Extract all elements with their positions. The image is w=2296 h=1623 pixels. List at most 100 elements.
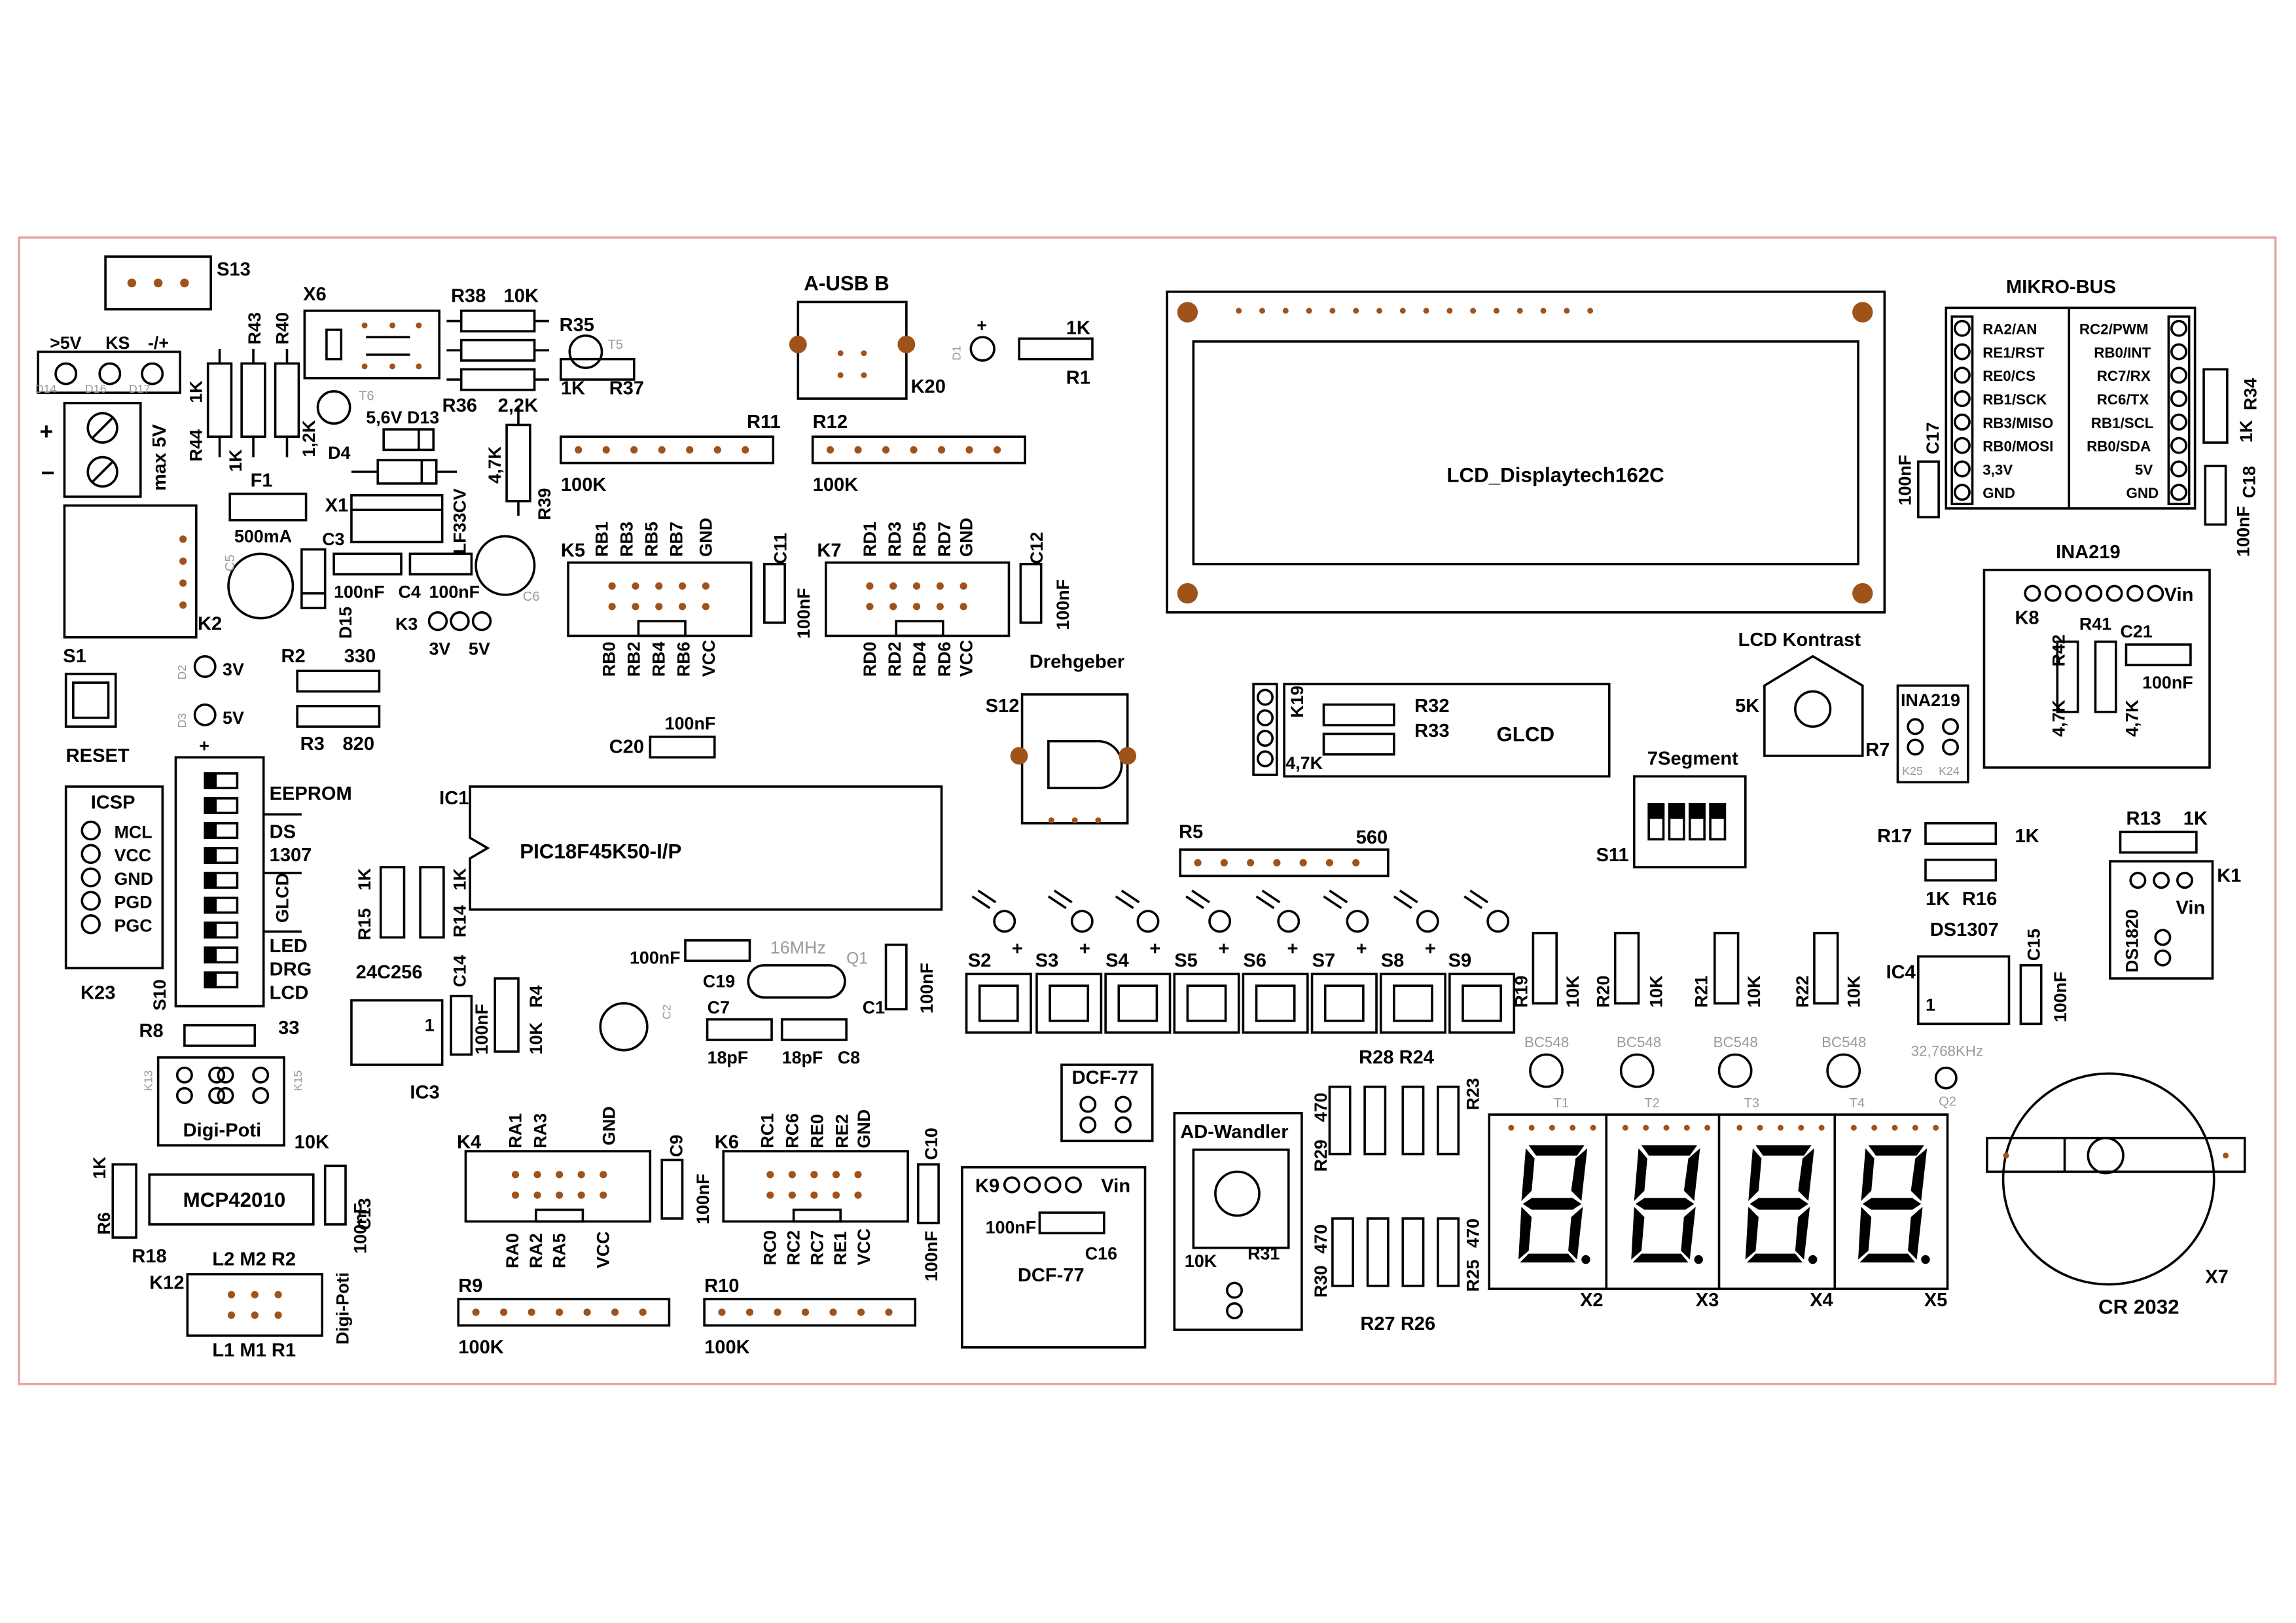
r29-value: 470 xyxy=(1311,1093,1331,1122)
svg-text:1K: 1K xyxy=(355,868,374,891)
t2-type: BC548 xyxy=(1617,1034,1661,1050)
svg-text:C6: C6 xyxy=(523,590,540,604)
dip-label-led: LED xyxy=(270,936,308,957)
mcu-ref: IC1 xyxy=(439,788,469,809)
svg-text:K7: K7 xyxy=(817,541,841,562)
svg-text:R23: R23 xyxy=(1463,1078,1483,1110)
svg-text:R4: R4 xyxy=(526,985,546,1007)
regulator-label: LF33CV xyxy=(450,488,469,554)
svg-text:+: + xyxy=(199,736,209,755)
dip-label-glcd: GLCD xyxy=(273,873,293,923)
svg-text:R11: R11 xyxy=(747,412,781,433)
eeprom-ref: IC3 xyxy=(410,1082,439,1103)
svg-text:1K: 1K xyxy=(226,449,245,472)
svg-text:100nF: 100nF xyxy=(2233,506,2253,557)
svg-text:D15: D15 xyxy=(336,607,355,639)
svg-text:R7: R7 xyxy=(1865,740,1890,760)
svg-text:R21: R21 xyxy=(1692,975,1712,1007)
icsp-pin-mcl: MCL xyxy=(115,822,152,842)
contrast-value: 5K xyxy=(1735,696,1759,717)
svg-text:R34: R34 xyxy=(2241,378,2261,410)
svg-text:GND: GND xyxy=(854,1109,874,1149)
svg-text:K3: K3 xyxy=(395,615,418,634)
svg-text:R29: R29 xyxy=(1311,1139,1331,1171)
svg-text:S10: S10 xyxy=(150,980,170,1011)
r31-value: 10K xyxy=(1185,1251,1217,1271)
dip-label-eeprom: EEPROM xyxy=(270,783,352,804)
svg-text:C10: C10 xyxy=(922,1128,941,1160)
ina219-jumper-label: INA219 xyxy=(1901,690,1960,710)
power-label-ks: KS xyxy=(105,333,130,353)
svg-text:RE1: RE1 xyxy=(831,1231,850,1265)
svg-text:100nF: 100nF xyxy=(334,582,385,601)
svg-text:C2: C2 xyxy=(660,1005,673,1020)
mikrobus-pins xyxy=(1953,319,2187,501)
r11-value: 100K xyxy=(561,474,607,495)
svg-text:R37: R37 xyxy=(609,378,644,399)
ina219-vin: Vin xyxy=(2164,584,2194,605)
svg-text:S12: S12 xyxy=(986,696,1020,717)
digi-poti-label: Digi-Poti xyxy=(183,1120,262,1141)
svg-text:R17: R17 xyxy=(1877,826,1912,847)
svg-text:GND: GND xyxy=(696,518,715,557)
s11-dip xyxy=(1632,775,1747,868)
svg-text:5V: 5V xyxy=(223,708,244,728)
seg7-label: 7Segment xyxy=(1647,748,1738,769)
svg-text:D17: D17 xyxy=(129,382,151,395)
crystal-q1 xyxy=(747,964,846,999)
v3-label: 3V xyxy=(429,639,451,659)
svg-text:Digi-Poti: Digi-Poti xyxy=(332,1272,352,1344)
ds1820-vin: Vin xyxy=(2176,898,2206,919)
icsp-ref: K23 xyxy=(81,982,115,1003)
ina219-label: INA219 xyxy=(2056,542,2121,563)
svg-text:R35: R35 xyxy=(560,315,594,336)
lcd-name: LCD_Displaytech162C xyxy=(1446,464,1664,487)
svg-text:Q1: Q1 xyxy=(846,950,868,968)
svg-text:10K: 10K xyxy=(1744,975,1764,1008)
svg-text:RC0: RC0 xyxy=(761,1230,780,1266)
svg-text:C17: C17 xyxy=(1923,422,1943,454)
svg-text:4,7K: 4,7K xyxy=(2122,700,2142,737)
r5-value: 560 xyxy=(1356,827,1388,848)
svg-text:RE0: RE0 xyxy=(807,1114,827,1148)
svg-text:D16: D16 xyxy=(85,382,107,395)
c8-value: 18pF xyxy=(782,1048,823,1067)
svg-text:+: + xyxy=(1425,938,1436,959)
svg-text:+: + xyxy=(1149,938,1160,959)
svg-text:100nF: 100nF xyxy=(630,948,681,968)
svg-text:K25: K25 xyxy=(1902,764,1923,777)
svg-text:R1: R1 xyxy=(1066,368,1090,389)
svg-text:C18: C18 xyxy=(2239,466,2259,498)
svg-text:1K: 1K xyxy=(561,378,585,399)
r820-label: 820 xyxy=(343,734,375,755)
mcp42010-chip xyxy=(148,1173,315,1226)
svg-text:R10: R10 xyxy=(704,1275,739,1296)
usb-label: A-USB B xyxy=(804,272,889,295)
r12-value: 100K xyxy=(813,474,859,495)
svg-text:C1: C1 xyxy=(863,998,885,1018)
svg-text:R6: R6 xyxy=(94,1212,114,1234)
svg-text:+: + xyxy=(1287,938,1299,959)
svg-text:100nF: 100nF xyxy=(665,714,716,734)
lcd-window xyxy=(1192,340,1859,565)
svg-text:VCC: VCC xyxy=(594,1231,613,1268)
svg-text:10K: 10K xyxy=(504,285,539,306)
ad-wandler-label: AD-Wandler xyxy=(1180,1122,1288,1143)
svg-text:RD7: RD7 xyxy=(935,522,954,557)
s13-switch xyxy=(104,255,212,311)
button-label-s8: S8 xyxy=(1381,950,1405,971)
svg-text:+: + xyxy=(1356,938,1367,959)
svg-text:R33: R33 xyxy=(1414,721,1449,741)
svg-text:K24: K24 xyxy=(1939,764,1960,777)
digi-poti-box xyxy=(156,1056,285,1147)
svg-text:10K: 10K xyxy=(1563,975,1583,1008)
svg-text:RA0: RA0 xyxy=(503,1233,522,1268)
svg-text:1K: 1K xyxy=(450,868,469,891)
r330-label: 330 xyxy=(344,646,376,667)
svg-text:R44: R44 xyxy=(187,429,206,461)
svg-text:X3: X3 xyxy=(1696,1290,1719,1311)
button-label-s3: S3 xyxy=(1035,950,1059,971)
k5-header xyxy=(567,561,753,637)
svg-text:C14: C14 xyxy=(450,955,469,987)
